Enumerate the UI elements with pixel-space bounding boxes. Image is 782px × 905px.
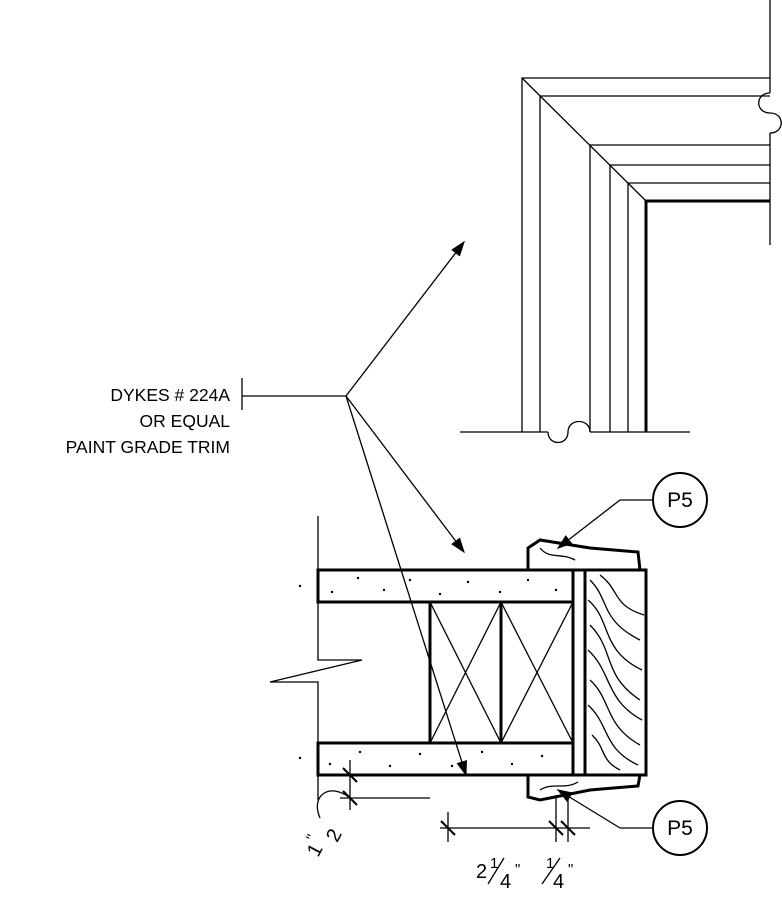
dim-two-quarter-inch: 2 1 4 " xyxy=(440,795,590,893)
tag-top: P5 xyxy=(556,472,708,549)
note-block: DYKES # 224A OR EQUAL PAINT GRADE TRIM xyxy=(66,378,346,457)
tag-label-top: P5 xyxy=(667,489,693,512)
leader-to-trim-top xyxy=(345,395,465,554)
tag-circle-bottom xyxy=(652,800,708,856)
dim-q-num: 1 xyxy=(546,855,554,872)
dim-q-inch: " xyxy=(568,861,573,878)
leader-to-elevation xyxy=(345,240,465,397)
tag-label-bottom: P5 xyxy=(667,817,693,840)
dim-quarter-inch: 1 4 " xyxy=(541,855,573,893)
note-line-1: DYKES # 224A xyxy=(110,385,230,405)
leader-to-trim-bottom xyxy=(345,395,467,777)
wall-section xyxy=(269,516,648,802)
dim-2q-whole: 2 xyxy=(476,861,487,883)
dim-2q-den: 4 xyxy=(500,871,511,893)
dim-half-den: 2 xyxy=(322,825,347,845)
dim-2q-num: 1 xyxy=(490,855,498,872)
note-leaders xyxy=(345,240,467,777)
note-line-2: OR EQUAL xyxy=(140,411,231,431)
tag-circle-top xyxy=(652,472,708,528)
trim-elevation xyxy=(460,0,782,444)
note-line-3: PAINT GRADE TRIM xyxy=(66,437,230,457)
dim-q-den: 4 xyxy=(553,871,564,893)
dim-2q-inch: " xyxy=(515,861,520,878)
tag-bottom: P5 xyxy=(556,789,708,856)
